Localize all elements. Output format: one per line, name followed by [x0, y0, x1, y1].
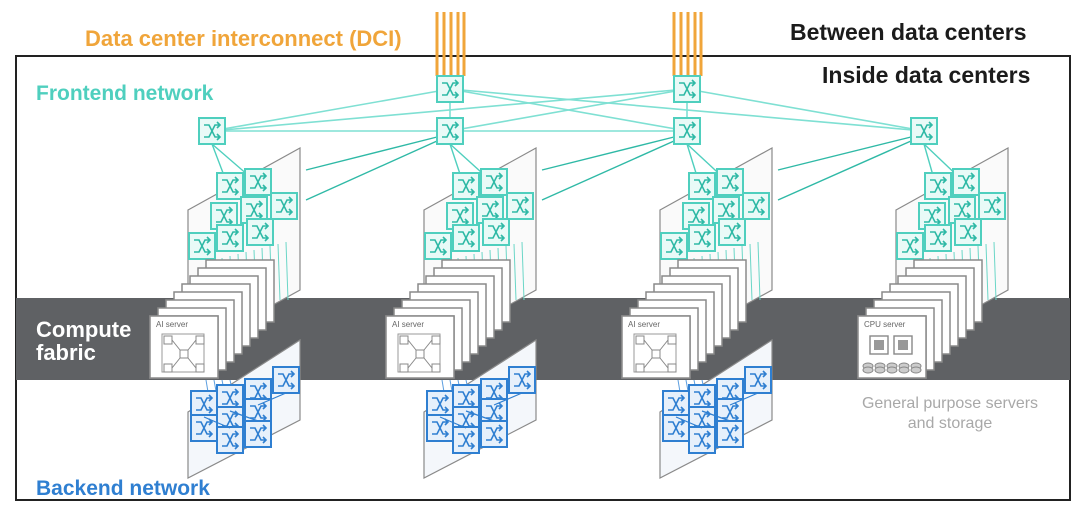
switch-icon	[952, 168, 980, 196]
switch-icon	[744, 366, 772, 394]
switch-icon	[954, 218, 982, 246]
backend-switch-panel	[659, 338, 773, 479]
switch-icon	[436, 75, 464, 103]
server-label: CPU server	[864, 320, 906, 329]
switch-icon	[424, 232, 452, 260]
switch-icon	[452, 426, 480, 454]
pod-4: CPU server	[857, 143, 1009, 379]
switch-icon	[482, 218, 510, 246]
switch-icon	[716, 168, 744, 196]
switch-icon	[246, 218, 274, 246]
switch-icon	[688, 426, 716, 454]
frontend-network-label: Frontend network	[36, 82, 214, 105]
switch-icon	[272, 366, 300, 394]
switch-icon	[978, 192, 1006, 220]
switch-icon	[480, 420, 508, 448]
switch-icon	[480, 168, 508, 196]
switch-icon	[190, 414, 218, 442]
switch-icon	[244, 168, 272, 196]
inside-dc-frame	[15, 55, 1071, 501]
cpu-server-icon: CPU server	[857, 315, 927, 379]
switch-icon	[896, 232, 924, 260]
server-stack: AI server	[385, 259, 511, 379]
ai-server-board-icon: AI server	[385, 315, 455, 379]
switch-icon	[506, 192, 534, 220]
compute-fabric-line1: Compute	[36, 317, 132, 342]
pod-3: AI server	[621, 136, 912, 479]
switch-icon	[426, 390, 454, 418]
switch-icon	[673, 117, 701, 145]
ai-server-board-icon: AI server	[621, 315, 691, 379]
pod-2: AI server	[385, 136, 675, 479]
switch-icon	[216, 172, 244, 200]
switch-icon	[716, 420, 744, 448]
server-stack: AI server	[149, 259, 275, 379]
switch-icon	[452, 224, 480, 252]
switch-icon	[924, 224, 952, 252]
switch-icon	[742, 192, 770, 220]
pod-1: AI server	[149, 136, 438, 479]
frontend-spine-links	[211, 88, 925, 132]
switch-icon	[718, 218, 746, 246]
compute-fabric-line2: fabric	[36, 340, 96, 365]
switch-icon	[662, 390, 690, 418]
backend-network-label: Backend network	[36, 477, 210, 500]
server-label: AI server	[392, 320, 424, 329]
server-stack: CPU server	[857, 259, 983, 379]
switch-icon	[216, 224, 244, 252]
switch-icon	[190, 390, 218, 418]
inside-dc-label: Inside data centers	[822, 62, 1031, 88]
switch-icon	[452, 172, 480, 200]
switch-icon	[198, 117, 226, 145]
switch-icon	[660, 232, 688, 260]
dci-label: Data center interconnect (DCI)	[85, 26, 402, 51]
switch-icon	[688, 224, 716, 252]
switch-icon	[910, 117, 938, 145]
switch-icon	[508, 366, 536, 394]
switch-icon	[244, 420, 272, 448]
switch-icon	[688, 172, 716, 200]
ai-server-board-icon: AI server	[149, 315, 219, 379]
general-purpose-label: General purpose servers and storage	[861, 395, 1039, 432]
server-stack: AI server	[621, 259, 747, 379]
dci-links	[435, 12, 703, 76]
switch-icon	[662, 414, 690, 442]
backend-switch-panel	[187, 338, 301, 479]
backend-switch-panel	[423, 338, 537, 479]
server-label: AI server	[156, 320, 188, 329]
between-dc-label: Between data centers	[790, 19, 1027, 45]
switch-icon	[924, 172, 952, 200]
switch-icon	[216, 426, 244, 454]
switch-icon	[188, 232, 216, 260]
server-label: AI server	[628, 320, 660, 329]
switch-icon	[436, 117, 464, 145]
switch-icon	[426, 414, 454, 442]
switch-icon	[270, 192, 298, 220]
switch-icon	[673, 75, 701, 103]
